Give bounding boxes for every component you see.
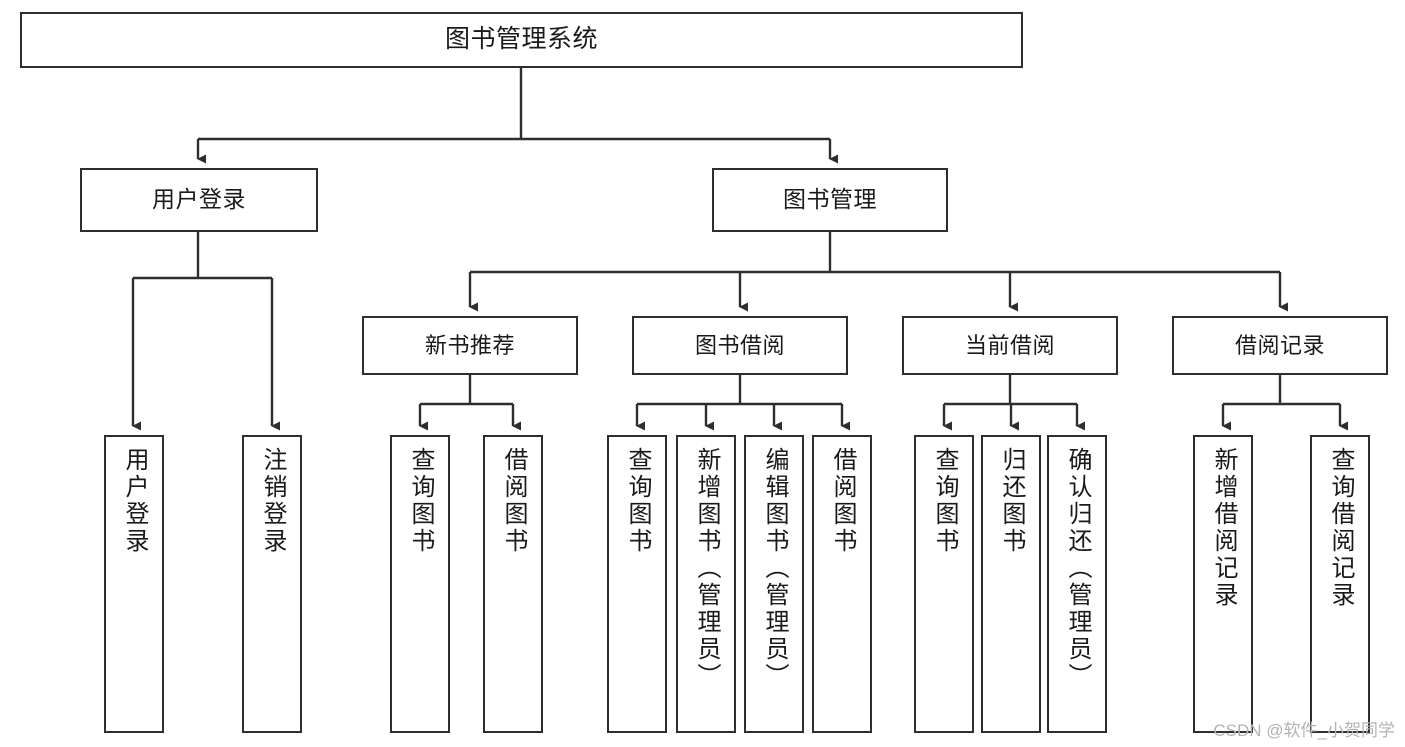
leaf-new-book-query[interactable]: 查询图书 — [390, 435, 450, 733]
node-borrow-record[interactable]: 借阅记录 — [1172, 316, 1388, 375]
node-current-borrow[interactable]: 当前借阅 — [902, 316, 1118, 375]
leaf-book-borrow-borrow[interactable]: 借阅图书 — [812, 435, 872, 733]
node-label: 新书推荐 — [424, 332, 515, 358]
node-label: 图书管理系统 — [444, 25, 598, 54]
node-label: 借阅图书 — [829, 447, 856, 555]
node-label: 注销登录 — [259, 447, 286, 555]
leaf-current-borrow-return[interactable]: 归还图书 — [981, 435, 1041, 733]
leaf-new-book-borrow[interactable]: 借阅图书 — [483, 435, 543, 733]
node-label: 用户登录 — [152, 186, 246, 213]
node-label: 确认归还（管理员） — [1064, 447, 1091, 690]
node-label: 借阅图书 — [500, 447, 527, 555]
leaf-book-borrow-add[interactable]: 新增图书（管理员） — [676, 435, 736, 733]
leaf-book-borrow-query[interactable]: 查询图书 — [607, 435, 667, 733]
node-label: 查询图书 — [931, 447, 958, 555]
leaf-book-borrow-edit[interactable]: 编辑图书（管理员） — [744, 435, 804, 733]
node-label: 查询借阅记录 — [1327, 447, 1354, 609]
csdn-watermark: CSDN @软件_小贺同学 — [1213, 721, 1395, 740]
node-new-book-recommend[interactable]: 新书推荐 — [362, 316, 578, 375]
node-label: 新增借阅记录 — [1210, 447, 1237, 609]
leaf-user-login-signin[interactable]: 用户登录 — [104, 435, 164, 733]
leaf-current-borrow-query[interactable]: 查询图书 — [914, 435, 974, 733]
node-label: 图书借阅 — [694, 332, 785, 358]
node-label: 借阅记录 — [1234, 332, 1325, 358]
node-book-management[interactable]: 图书管理 — [712, 168, 948, 232]
node-user-login[interactable]: 用户登录 — [80, 168, 318, 232]
node-label: 查询图书 — [624, 447, 651, 555]
leaf-current-borrow-confirm-return[interactable]: 确认归还（管理员） — [1047, 435, 1107, 733]
node-label: 查询图书 — [407, 447, 434, 555]
node-label: 用户登录 — [121, 447, 148, 555]
node-label: 新增图书（管理员） — [693, 447, 720, 690]
node-label: 归还图书 — [998, 447, 1025, 555]
leaf-borrow-record-query[interactable]: 查询借阅记录 — [1310, 435, 1370, 733]
node-label: 图书管理 — [783, 186, 877, 213]
leaf-user-login-signout[interactable]: 注销登录 — [242, 435, 302, 733]
node-book-management-system[interactable]: 图书管理系统 — [20, 12, 1023, 68]
node-label: 编辑图书（管理员） — [761, 447, 788, 690]
node-book-borrow[interactable]: 图书借阅 — [632, 316, 848, 375]
node-label: 当前借阅 — [964, 332, 1055, 358]
leaf-borrow-record-add[interactable]: 新增借阅记录 — [1193, 435, 1253, 733]
